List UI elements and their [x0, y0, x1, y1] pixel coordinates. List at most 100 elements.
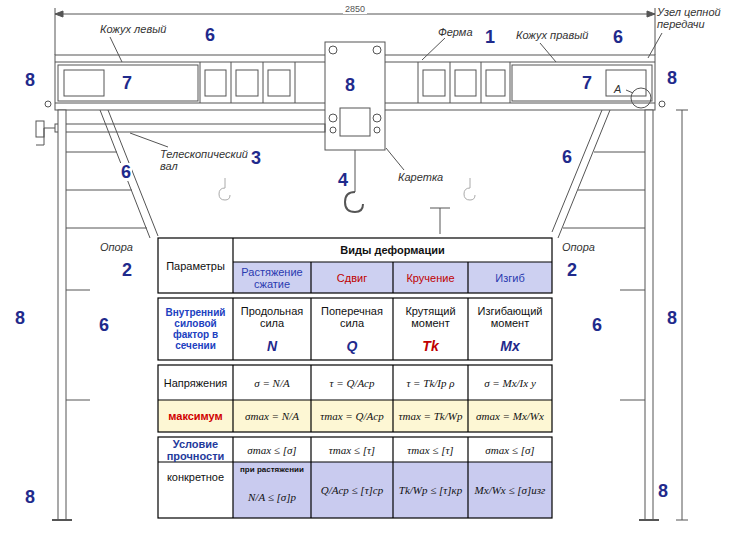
- table-lines-part: [467, 262, 468, 293]
- callout-number: 6: [591, 316, 603, 334]
- formula: τmax = Q/Aср: [320, 410, 383, 422]
- text-holder: 8: [659, 65, 685, 91]
- table-cell: Поперечная сила: [313, 305, 391, 329]
- leader-lines-part: [386, 148, 404, 170]
- formula: Q/Aср ≤ [τ]ср: [321, 484, 384, 496]
- crane-drawing-part: [64, 70, 104, 96]
- text-holder: N/A ≤ [σ]р: [233, 476, 311, 518]
- leader-lines-part: [626, 90, 633, 93]
- table-cell: Изгибающий момент: [470, 305, 550, 329]
- table-lines-part: [467, 365, 468, 432]
- formula: σmax = N/A: [245, 410, 299, 422]
- table-lines-part: [158, 298, 552, 360]
- callout-number: 8: [657, 482, 669, 500]
- table-lines-part: [158, 365, 552, 432]
- text-holder: Продольная сила: [233, 300, 311, 334]
- table-cell: Продольная сила: [235, 305, 309, 329]
- formula: Tk/Wp ≤ [τ]кр: [399, 484, 462, 496]
- formula: σmax = Mx/Wx: [476, 410, 544, 422]
- formula: σ = Mx/Ix y: [484, 377, 536, 389]
- text-holder: σmax = Mx/Wx: [468, 400, 552, 432]
- text-holder: Крутящий момент: [393, 300, 468, 334]
- text-holder: Напряжения: [158, 365, 233, 400]
- crane-drawing-part: [659, 101, 665, 107]
- text-holder: 8: [337, 72, 363, 98]
- text-holder: 2: [114, 257, 140, 283]
- crane-drawing-part: [552, 110, 602, 232]
- text-holder: Кожух левый: [100, 22, 175, 36]
- text-holder: Tk/Wp ≤ [τ]кр: [393, 462, 468, 518]
- crane-drawing-part: [200, 62, 201, 103]
- text-holder: 7: [114, 70, 140, 96]
- text-holder: 6: [554, 144, 580, 170]
- table-lines-part: [232, 298, 233, 360]
- table-lines-part: [310, 365, 311, 432]
- crane-drawing-part: [345, 192, 363, 212]
- crane-drawing-part: [481, 62, 482, 103]
- table-lines-part: [392, 298, 393, 360]
- formula: σmax ≤ [σ]: [485, 444, 534, 456]
- callout-number: 6: [612, 28, 624, 46]
- crane-drawing-part: [66, 290, 90, 291]
- table-lines-part: [467, 298, 468, 360]
- crane-drawing-part: [58, 110, 66, 520]
- crane-drawing-part: [578, 190, 645, 191]
- text-holder: 1: [477, 24, 503, 50]
- text-holder: 8: [659, 305, 685, 331]
- force-symbol: N: [267, 338, 277, 354]
- crane-drawing-part: [486, 70, 505, 96]
- text-holder: 6: [197, 22, 223, 48]
- text-holder: τmax = Tk/Wp: [393, 400, 468, 432]
- crane-drawing-part: [373, 46, 381, 54]
- text-holder: 8: [17, 67, 43, 93]
- text-holder: Телескопический вал: [160, 146, 250, 174]
- callout-number: 6: [98, 316, 110, 334]
- text-holder: Q: [311, 334, 393, 358]
- deformation-type: Сдвиг: [337, 272, 367, 284]
- crane-drawing-part: [606, 70, 646, 96]
- crane-drawing-part: [645, 110, 653, 520]
- text-holder: 4: [330, 167, 356, 193]
- table-header: Параметры: [166, 260, 225, 272]
- text-holder: Узел цепной передачи: [657, 4, 729, 32]
- crane-drawing-part: [108, 110, 158, 236]
- formula: σmax ≤ [σ]: [247, 444, 296, 456]
- callout-number: 4: [337, 171, 349, 189]
- crane-drawing-part: [219, 178, 230, 200]
- text-holder: Поперечная сила: [311, 300, 393, 334]
- table-cell: Крутящий момент: [395, 305, 466, 329]
- crane-drawing-part: [620, 290, 645, 291]
- formula: N/A ≤ [σ]р: [248, 491, 296, 503]
- text-holder: A: [614, 82, 626, 96]
- crane-drawing-part: [340, 108, 370, 136]
- crane-drawing-part: [594, 152, 645, 153]
- crane-drawing-part: [676, 520, 688, 521]
- leader-lines-part: [540, 43, 556, 62]
- crane-drawing-part: [418, 62, 419, 103]
- callout-number: 8: [344, 76, 356, 94]
- callout-number: 8: [24, 488, 36, 506]
- crane-drawing-part: [563, 228, 645, 229]
- formula: Mx/Wx ≤ [σ]изг: [475, 484, 546, 496]
- part-label: Телескопический вал: [160, 148, 250, 172]
- part-label: Кожух правый: [516, 29, 588, 41]
- part-label: Кожух левый: [100, 23, 166, 35]
- text-holder: Виды деформации: [233, 238, 552, 262]
- crane-drawing-part: [440, 208, 441, 234]
- text-holder: Кручение: [393, 262, 468, 293]
- crane-drawing-part: [676, 110, 688, 111]
- crane-drawing-part: [639, 519, 659, 521]
- text-holder: Mx/Wx ≤ [σ]изг: [468, 462, 552, 518]
- text-holder: τ = Q/Aср: [311, 365, 393, 400]
- text-holder: Опора: [100, 240, 145, 254]
- text-holder: Кожух правый: [516, 28, 596, 42]
- crane-drawing-part: [66, 400, 90, 401]
- callout-number: 8: [24, 71, 36, 89]
- force-symbol: Mx: [500, 338, 519, 354]
- crane-drawing-part: [52, 519, 72, 521]
- callout-number: 6: [120, 163, 132, 181]
- text-holder: 8: [17, 484, 43, 510]
- part-label: Ферма: [438, 26, 473, 38]
- crane-drawing-part: [55, 124, 325, 132]
- table-lines-part: [467, 437, 468, 518]
